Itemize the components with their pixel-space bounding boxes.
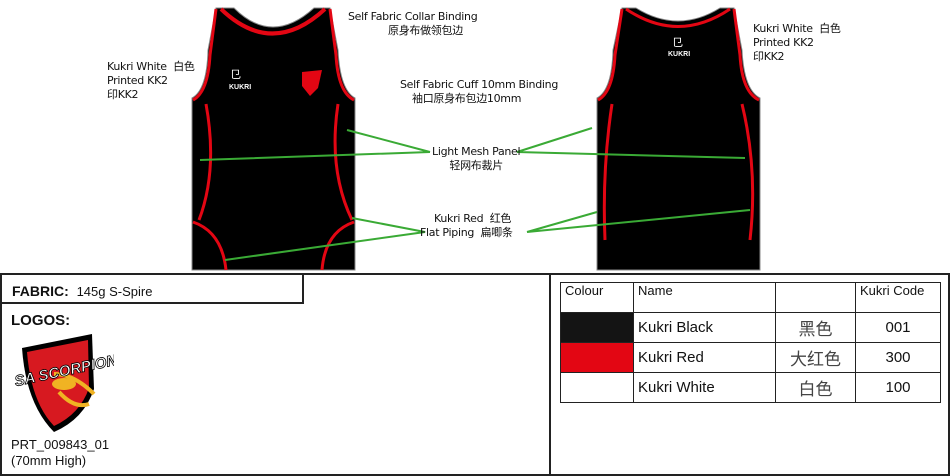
front-brand-text: KUKRI: [229, 84, 251, 91]
spec-panel: [0, 273, 950, 476]
front-chest-logo: [302, 70, 322, 96]
sa-scorpions-logo: SA SCORPIONS: [14, 334, 114, 432]
garment-diagram: ⺋ KUKRI ⺋ KUKRI: [191, 7, 761, 271]
fabric-box: FABRIC: 145g S-Spire: [0, 273, 304, 304]
swatch-red: [560, 342, 634, 373]
cuff-annotation: Self Fabric Cuff 10mm Binding 袖口原身布包边10m…: [400, 78, 559, 105]
swatch-black: [560, 312, 634, 343]
kukri-icon: ⺋: [672, 36, 683, 49]
piping-annotation: Kukri Red 红色 Flat Piping 扁唧条: [420, 212, 513, 239]
back-logo-annotation: Kukri White 白色 Printed KK2 印KK2: [753, 22, 841, 63]
swatch-white: [560, 372, 634, 403]
collar-annotation: Self Fabric Collar Binding 原身布做领包边: [348, 10, 478, 37]
front-vest: ⺋ KUKRI: [191, 7, 356, 271]
table-header: Colour Name Kukri Code: [560, 282, 941, 313]
front-logo-annotation: Kukri White 白色 Printed KK2 印KK2: [107, 60, 195, 101]
table-row: Kukri Red 大红色 300: [560, 342, 941, 373]
colour-table: Colour Name Kukri Code Kukri Black 黑色 00…: [560, 282, 941, 403]
kukri-icon: ⺋: [230, 68, 241, 81]
table-row: Kukri Black 黑色 001: [560, 312, 941, 343]
table-row: Kukri White 白色 100: [560, 372, 941, 403]
back-brand-text: KUKRI: [668, 51, 690, 58]
logos-label: LOGOS:: [11, 312, 71, 329]
logo-info: PRT_009843_01 (70mm High): [11, 437, 110, 468]
back-vest: ⺋ KUKRI: [596, 7, 761, 271]
mesh-annotation: Light Mesh Panel 轻网布裁片: [432, 145, 521, 172]
leader-lines: [199, 127, 751, 261]
divider: [549, 273, 551, 476]
